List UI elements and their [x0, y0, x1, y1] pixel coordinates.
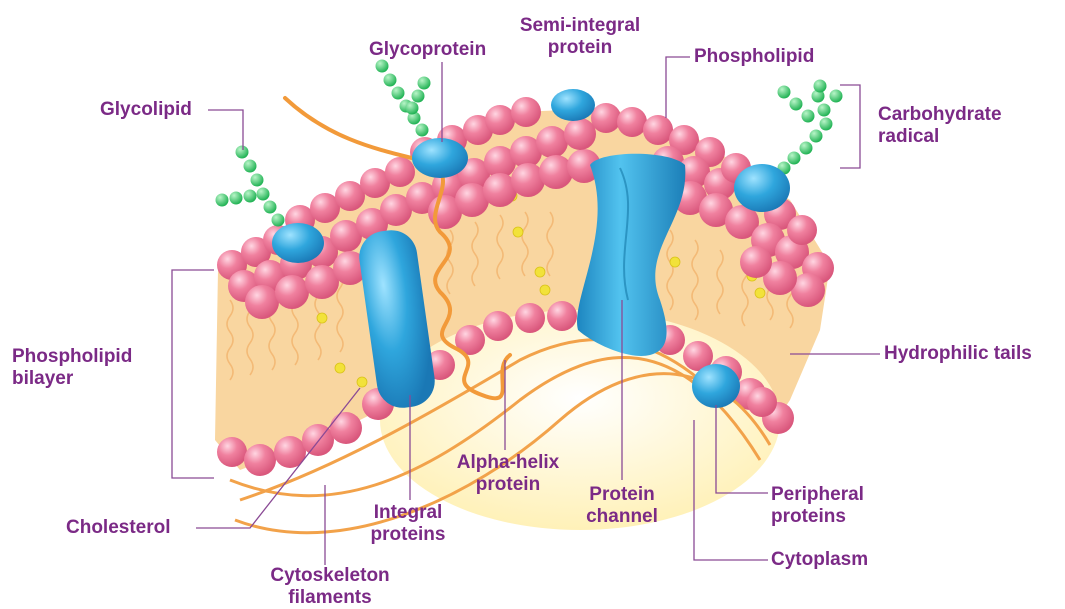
label-line: Semi-integral	[500, 15, 660, 37]
label-glycoprotein: Glycoprotein	[369, 39, 486, 61]
label-line: protein	[448, 474, 568, 496]
glycoprotein-chain	[376, 60, 431, 137]
label-semi-integral-protein: Semi-integral protein	[500, 15, 660, 59]
label-line: protein	[500, 37, 660, 59]
label-line: proteins	[771, 506, 864, 528]
label-line: radical	[878, 126, 1002, 148]
peripheral-protein	[692, 364, 740, 408]
label-line: channel	[562, 506, 682, 528]
label-cytoskeleton-filaments: Cytoskeleton filaments	[250, 565, 410, 609]
label-line: Peripheral	[771, 484, 864, 506]
right-surface-protein	[734, 164, 790, 212]
label-peripheral-proteins: Peripheral proteins	[771, 484, 864, 528]
label-cytoplasm: Cytoplasm	[771, 549, 868, 571]
label-integral-proteins: Integral proteins	[348, 502, 468, 546]
label-line: Alpha-helix	[448, 452, 568, 474]
label-line: Carbohydrate	[878, 104, 1002, 126]
label-line: Integral	[348, 502, 468, 524]
semi-integral-protein	[551, 89, 595, 121]
glycoprotein-head	[412, 138, 468, 178]
label-line: bilayer	[12, 368, 132, 390]
label-glycolipid: Glycolipid	[100, 99, 192, 121]
label-line: proteins	[348, 524, 468, 546]
glycolipid-base-protein	[272, 223, 324, 263]
label-phospholipid-bilayer: Phospholipid bilayer	[12, 346, 132, 390]
label-line: Phospholipid	[12, 346, 132, 368]
label-line: filaments	[250, 587, 410, 609]
label-carbohydrate-radical: Carbohydrate radical	[878, 104, 1002, 148]
glycolipid-chain	[216, 146, 285, 227]
label-phospholipid: Phospholipid	[694, 46, 814, 68]
label-cholesterol: Cholesterol	[66, 517, 171, 539]
label-protein-channel: Protein channel	[562, 484, 682, 528]
label-hydrophilic-tails: Hydrophilic tails	[884, 343, 1032, 365]
label-line: Protein	[562, 484, 682, 506]
label-line: Cytoskeleton	[250, 565, 410, 587]
label-alpha-helix-protein: Alpha-helix protein	[448, 452, 568, 496]
carbohydrate-radical-chain	[778, 80, 843, 175]
